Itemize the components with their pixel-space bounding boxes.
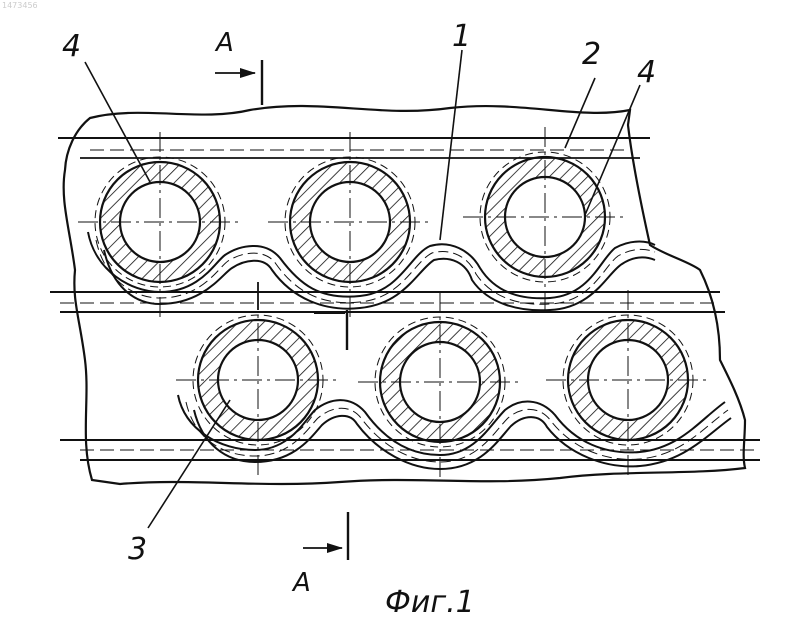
callout-label-3: 3 [128, 535, 147, 565]
section-line-a-a [215, 60, 348, 560]
document-id: 1473456 [2, 2, 38, 10]
leader-lines [85, 50, 640, 528]
section-letter-top: A [216, 30, 234, 56]
callout-label-2: 2 [582, 40, 601, 70]
figure-caption: Фиг.1 [385, 588, 475, 618]
middle-plate [50, 292, 725, 312]
callout-label-4-right: 4 [637, 58, 656, 88]
top-plate [58, 138, 650, 158]
section-letter-bottom: A [293, 570, 311, 596]
callout-label-4-left: 4 [62, 32, 81, 62]
callout-label-1: 1 [452, 22, 471, 52]
